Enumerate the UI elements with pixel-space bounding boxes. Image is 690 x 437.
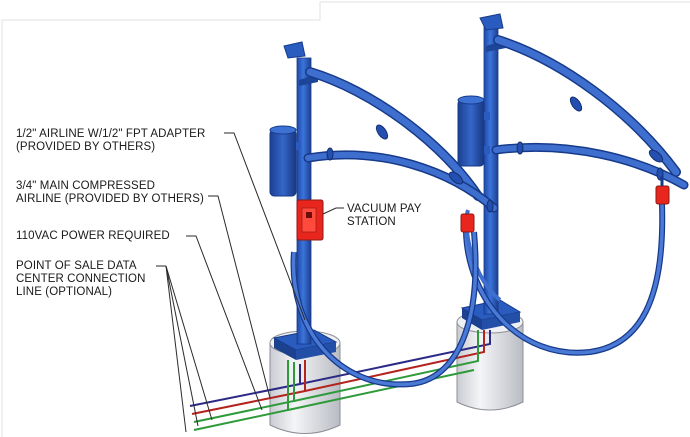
vacuum-unit-right (457, 13, 689, 356)
power-line (193, 330, 479, 431)
main-airline-label: 3/4" MAIN COMPRESSED AIRLINE (PROVIDED B… (16, 180, 204, 205)
pay-station-box (296, 199, 324, 241)
data-line (189, 330, 491, 407)
vacuum-unit-left (269, 41, 499, 388)
vacuum-canister-left (269, 125, 301, 197)
pos-line-label: POINT OF SALE DATA CENTER CONNECTION LIN… (16, 260, 146, 298)
airline-label: 1/2" AIRLINE W/1/2" FPT ADAPTER (PROVIDE… (16, 128, 206, 153)
power-label: 110VAC POWER REQUIRED (16, 230, 170, 242)
vacuum-station-label: VACUUM PAY STATION (347, 203, 422, 228)
vacuum-canister-right (457, 95, 490, 167)
callout-leaders (156, 132, 344, 433)
